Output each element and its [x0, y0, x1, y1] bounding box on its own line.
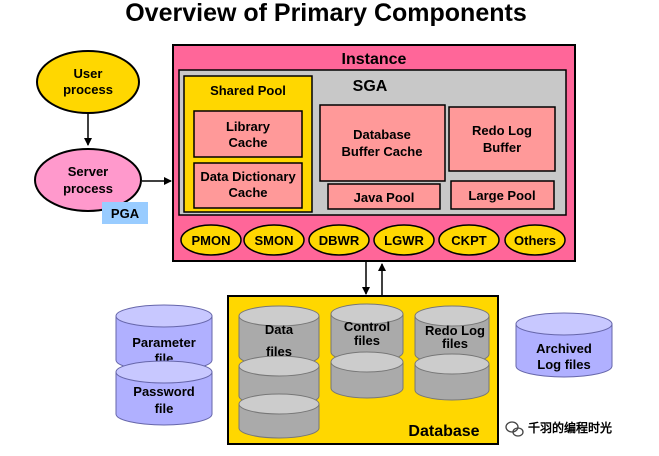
data-dictionary-cache-label-line2: Cache — [228, 185, 267, 200]
control-files-label-line1: Control — [344, 319, 390, 334]
password-file: Password file — [115, 360, 213, 426]
process-lgwr — [373, 224, 435, 256]
data-dictionary-cache-label-line1: Data Dictionary — [200, 169, 296, 184]
parameter-file-label-line1: Parameter — [132, 335, 196, 350]
process-others — [504, 224, 566, 256]
pga-label: PGA — [111, 206, 140, 221]
process-smon-label: SMON — [255, 233, 294, 248]
large-pool-label: Large Pool — [468, 188, 535, 203]
pga-box: PGA — [102, 202, 148, 224]
database-buffer-cache-label-line1: Database — [353, 127, 411, 142]
data-files-label-line1: Data — [265, 322, 294, 337]
user-process: User process — [36, 50, 140, 114]
redo-log-buffer-label-line2: Buffer — [483, 140, 521, 155]
process-ckpt — [438, 224, 500, 256]
password-file-label-line1: Password — [133, 384, 194, 399]
server-process: Server process — [34, 148, 142, 212]
archived-log-files-label-line1: Archived — [536, 341, 592, 356]
database-buffer-cache: Database Buffer Cache — [319, 104, 446, 182]
data-files-stack: Data files — [238, 305, 320, 439]
process-pmon — [180, 224, 242, 256]
redo-log-buffer-label-line1: Redo Log — [472, 123, 532, 138]
java-pool-label: Java Pool — [354, 190, 415, 205]
control-files-stack: Control files — [330, 303, 404, 399]
database-label: Database — [408, 423, 479, 440]
parameter-file: Parameter file — [115, 304, 213, 372]
redo-log-files-label-line2: files — [442, 336, 468, 351]
library-cache: Library Cache — [193, 110, 303, 158]
redo-log-files-stack: Redo Log files — [414, 305, 490, 401]
redo-log-buffer: Redo Log Buffer — [448, 106, 556, 172]
process-ckpt-label: CKPT — [451, 233, 486, 248]
process-pmon-label: PMON — [192, 233, 231, 248]
instance-label: Instance — [342, 51, 407, 68]
password-file-label-line2: file — [155, 401, 174, 416]
process-lgwr-label: LGWR — [384, 233, 424, 248]
process-others-label: Others — [514, 233, 556, 248]
data-dictionary-cache: Data Dictionary Cache — [193, 162, 303, 209]
process-dbwr-label: DBWR — [319, 233, 360, 248]
wechat-icon — [505, 421, 524, 437]
archived-log-files-label-line2: Log files — [537, 357, 590, 372]
watermark: 千羽的编程时光 — [505, 420, 612, 437]
user-process-label-line2: process — [63, 82, 113, 97]
process-smon — [243, 224, 305, 256]
sga-label: SGA — [353, 78, 388, 95]
redo-log-files-label-line1: Redo Log — [425, 323, 485, 338]
watermark-text: 千羽的编程时光 — [528, 420, 612, 435]
user-process-label-line1: User — [74, 66, 103, 81]
server-process-label-line2: process — [63, 181, 113, 196]
library-cache-label-line2: Cache — [228, 135, 267, 150]
background-processes: PMON SMON DBWR LGWR CKPT Others — [180, 224, 566, 256]
control-files-label-line2: files — [354, 333, 380, 348]
server-process-label-line1: Server — [68, 164, 108, 179]
process-dbwr — [308, 224, 370, 256]
archived-log-files: Archived Log files — [515, 312, 613, 378]
large-pool: Large Pool — [450, 180, 555, 210]
java-pool: Java Pool — [327, 183, 441, 210]
database-buffer-cache-label-line2: Buffer Cache — [342, 144, 423, 159]
data-files-label-line2: files — [266, 344, 292, 359]
page-title: Overview of Primary Components — [125, 0, 527, 27]
library-cache-label-line1: Library — [226, 119, 271, 134]
shared-pool-label: Shared Pool — [210, 83, 286, 98]
